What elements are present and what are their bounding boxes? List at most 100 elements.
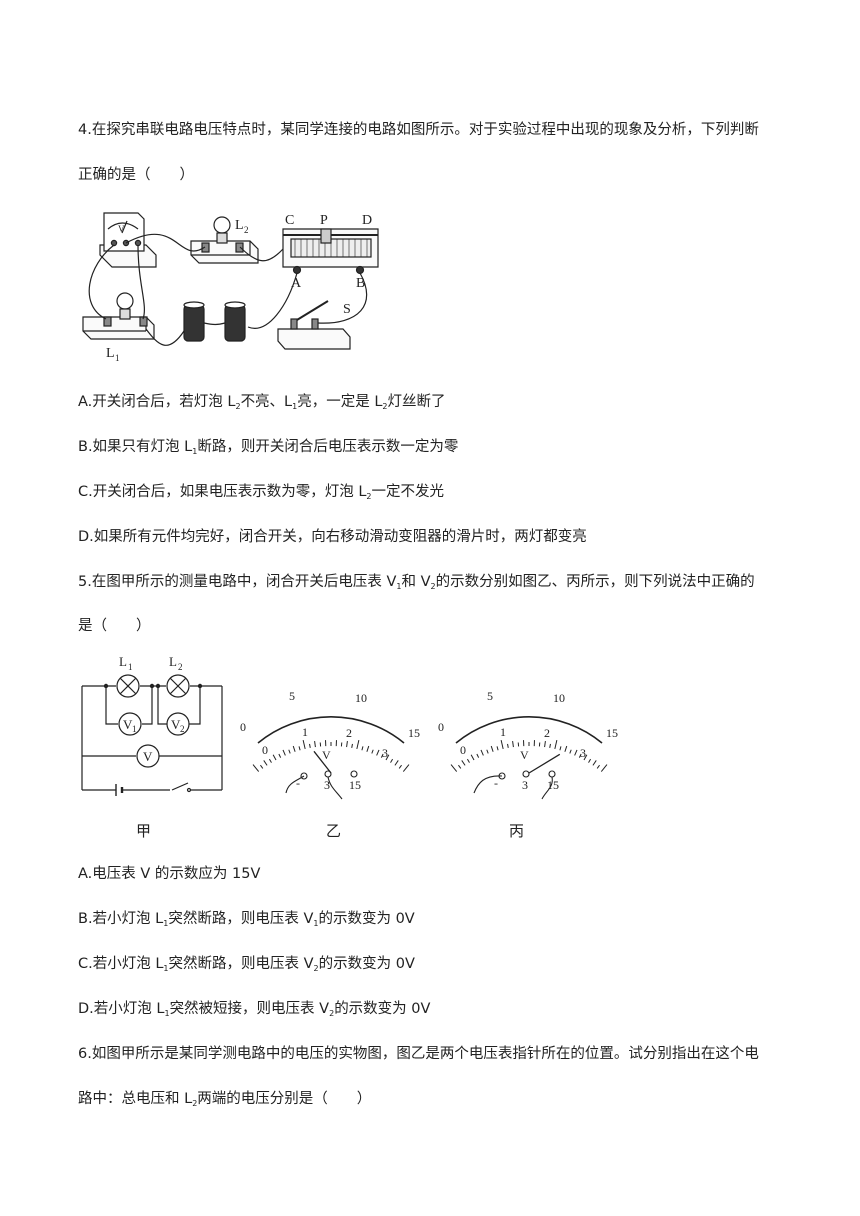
meter-tick bbox=[252, 764, 260, 772]
meter-tick bbox=[549, 743, 551, 748]
meter-arc bbox=[257, 716, 405, 744]
meter-tick bbox=[450, 764, 458, 772]
meter-tick bbox=[356, 740, 360, 750]
q5-stem-line1: 5.在图甲所示的测量电路中，闭合开关后电压表 V1和 V2的示数分别如图乙、丙所… bbox=[78, 574, 755, 591]
meter-tick bbox=[260, 764, 264, 769]
q5-label-L1-sub: 1 bbox=[128, 662, 133, 672]
meter-tick bbox=[507, 743, 509, 748]
meter-tick bbox=[351, 743, 353, 748]
q5-label-L2: L bbox=[169, 654, 177, 669]
meter-tick bbox=[512, 741, 514, 748]
meter-ticks bbox=[450, 740, 608, 772]
meter-unit: V bbox=[520, 748, 529, 762]
terminal-minus: - bbox=[296, 776, 300, 790]
meter-tick bbox=[314, 741, 316, 748]
meter-tick bbox=[385, 754, 390, 761]
meter-tick bbox=[564, 745, 568, 752]
q4-label-B: B bbox=[356, 276, 365, 291]
meter-tick bbox=[288, 749, 291, 754]
meter-unit: V bbox=[322, 748, 331, 762]
meter-tick bbox=[309, 743, 311, 748]
meter-tick bbox=[559, 746, 562, 751]
q4-label-L1: L bbox=[106, 346, 115, 361]
meter-tick bbox=[583, 754, 588, 761]
meter-tick bbox=[600, 764, 608, 772]
q5-circuit-jia: L 1 L 2 V 1 V 2 V bbox=[81, 654, 223, 796]
meter-tick bbox=[292, 745, 296, 752]
outer-10: 10 bbox=[553, 691, 565, 705]
q4-label-L2: L bbox=[235, 218, 244, 233]
terminal-3: 3 bbox=[324, 778, 330, 792]
meter-arc bbox=[455, 716, 603, 744]
q5-label-V1: V bbox=[123, 717, 133, 732]
inner-2: 2 bbox=[544, 726, 550, 740]
q5-label-V: V bbox=[143, 749, 153, 764]
meter-tick bbox=[592, 760, 597, 766]
q5-option-a: A.电压表 V 的示数应为 15V bbox=[78, 866, 261, 882]
meter-tick bbox=[578, 753, 582, 758]
meter-tick bbox=[380, 753, 384, 758]
q6-stem-line1: 6.如图甲所示是某同学测电路中的电压的实物图，图乙是两个电压表指针所在的位置。试… bbox=[78, 1046, 759, 1062]
q4-stem-line1: 4.在探究串联电路电压特点时，某同学连接的电路如图所示。对于实验过程中出现的现象… bbox=[78, 122, 759, 138]
q4-option-c: C.开关闭合后，如果电压表示数为零，灯泡 L2一定不发光 bbox=[78, 484, 445, 501]
inner-1: 1 bbox=[500, 725, 506, 739]
meter-tick bbox=[298, 746, 301, 751]
meter-tick bbox=[282, 749, 286, 756]
q5-meter-bing: 0 5 10 15 0 1 2 3 V - 3 15 bbox=[438, 689, 618, 800]
q4-label-L2-sub: 2 bbox=[244, 225, 249, 235]
meter-tick bbox=[278, 753, 282, 758]
meter-tick bbox=[461, 760, 466, 766]
meter-tick bbox=[569, 749, 572, 754]
meter-tick bbox=[390, 758, 394, 763]
q4-option-a: A.开关闭合后，若灯泡 L2不亮、L1亮，一定是 L2灯丝断了 bbox=[78, 394, 446, 411]
outer-15: 15 bbox=[606, 726, 618, 740]
meter-tick bbox=[486, 749, 489, 754]
q5-label-L2-sub: 2 bbox=[178, 662, 183, 672]
inner-3: 3 bbox=[382, 746, 388, 760]
meter-tick bbox=[500, 740, 504, 750]
meter-tick bbox=[458, 764, 462, 769]
meter-tick bbox=[346, 741, 348, 748]
q5-label-V1-sub: 1 bbox=[132, 724, 137, 734]
meter-tick bbox=[490, 745, 494, 752]
q5-label-V2: V bbox=[171, 717, 181, 732]
meter-tick bbox=[263, 760, 268, 766]
meter-tick bbox=[398, 764, 402, 769]
q5-option-c: C.若小灯泡 L1突然断路，则电压表 V2的示数变为 0V bbox=[78, 956, 415, 973]
inner-2: 2 bbox=[346, 726, 352, 740]
q4-meter-V: V bbox=[118, 224, 125, 234]
q4-label-C: C bbox=[285, 213, 294, 228]
meter-tick bbox=[588, 758, 592, 763]
q4-option-d: D.如果所有元件均完好，闭合开关，向右移动滑动变阻器的滑片时，两灯都变亮 bbox=[78, 529, 587, 545]
inner-1: 1 bbox=[302, 725, 308, 739]
outer-15: 15 bbox=[408, 726, 420, 740]
meter-needle bbox=[528, 753, 561, 774]
q6-stem-line2: 路中：总电压和 L2两端的电压分别是（ ） bbox=[78, 1091, 372, 1108]
meter-tick bbox=[361, 746, 364, 751]
meter-tick bbox=[544, 741, 546, 748]
q4-label-D: D bbox=[362, 213, 372, 228]
q4-stem-line2: 正确的是（ ） bbox=[78, 167, 194, 183]
inner-0: 0 bbox=[262, 743, 268, 757]
meter-tick bbox=[376, 749, 380, 756]
q4-label-S: S bbox=[343, 302, 351, 317]
meter-ticks bbox=[252, 740, 410, 772]
meter-needle bbox=[313, 750, 332, 774]
q5-caption-bing: 丙 bbox=[509, 822, 525, 840]
meter-tick bbox=[302, 740, 306, 750]
meter-tick bbox=[554, 740, 558, 750]
meter-tick bbox=[574, 749, 578, 756]
q4-circuit-figure: L 2 C P D A B S L 1 V bbox=[82, 212, 379, 363]
q4-label-P: P bbox=[320, 213, 328, 228]
q4-option-b: B.如果只有灯泡 L1断路，则开关闭合后电压表示数一定为零 bbox=[78, 439, 459, 456]
meter-tick bbox=[476, 753, 480, 758]
meter-tick bbox=[371, 749, 374, 754]
q5-label-V2-sub: 2 bbox=[180, 724, 185, 734]
meter-tick bbox=[466, 758, 470, 763]
terminal-minus: - bbox=[494, 776, 498, 790]
outer-10: 10 bbox=[355, 691, 367, 705]
q5-meter-yi: 0 5 10 15 0 1 2 3 V - 3 15 bbox=[240, 689, 420, 800]
meter-tick bbox=[402, 764, 410, 772]
meter-tick bbox=[596, 764, 600, 769]
outer-5: 5 bbox=[487, 689, 493, 703]
